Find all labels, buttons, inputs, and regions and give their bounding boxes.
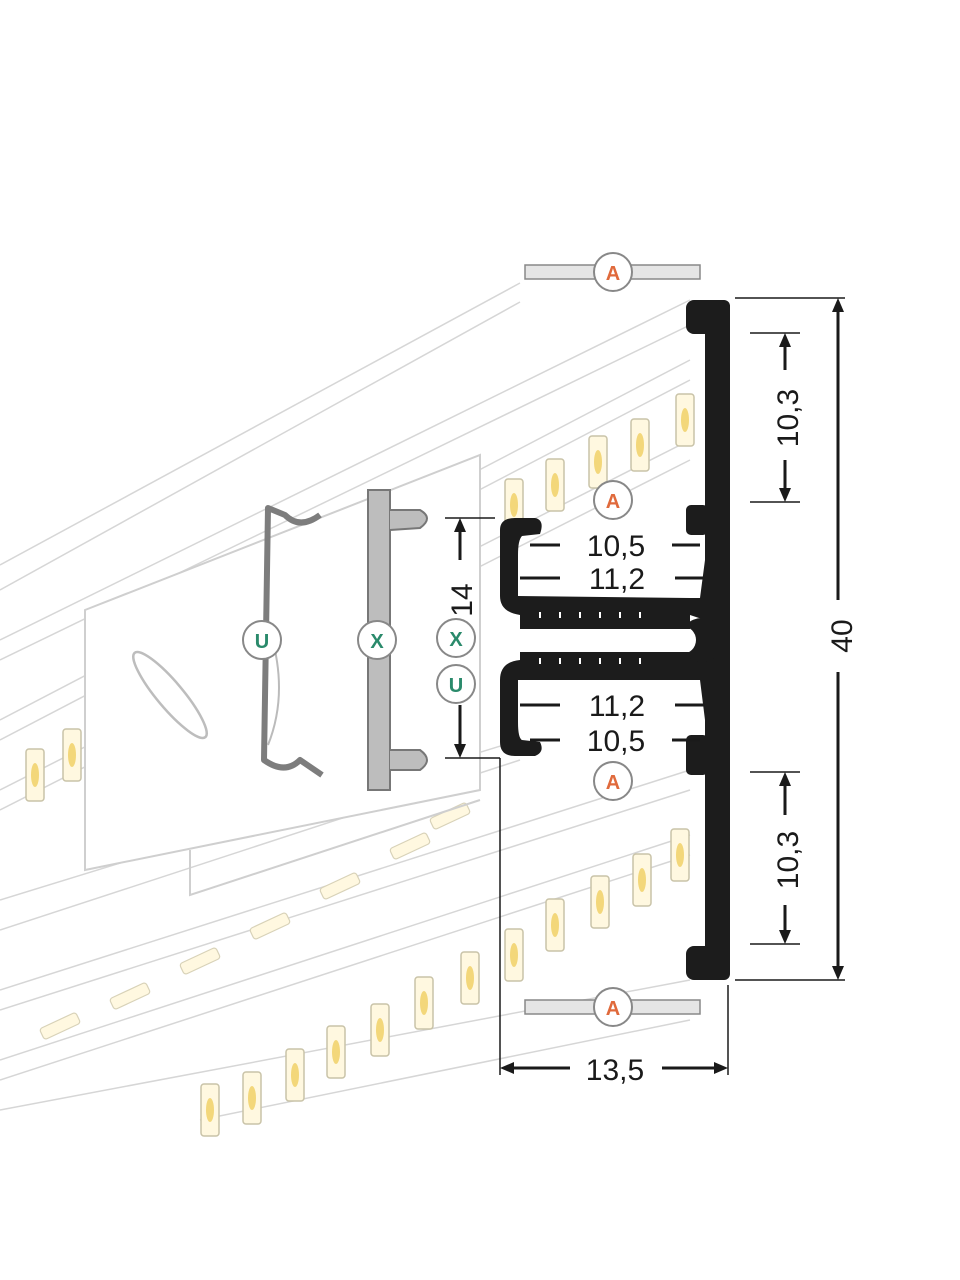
- dim-channel-width-outer-upper: 10,5: [587, 530, 645, 563]
- badge-x-clip: X: [357, 620, 397, 660]
- svg-text:U: U: [255, 631, 269, 653]
- svg-text:X: X: [449, 629, 463, 651]
- badge-a-bottom: A: [593, 987, 633, 1027]
- dim-channel-width-inner-upper: 11,2: [589, 563, 645, 596]
- dimension-lines: [445, 297, 845, 1075]
- dim-total-height: 40: [826, 619, 859, 652]
- badge-a-lower-channel: A: [593, 761, 633, 801]
- badge-u-mount: U: [436, 664, 476, 704]
- dim-lower-channel-height: 10,3: [772, 831, 805, 889]
- svg-text:U: U: [449, 675, 463, 697]
- dim-mount-height: 14: [446, 583, 479, 616]
- profile-cross-section: [500, 300, 730, 980]
- mounting-slot: [132, 650, 208, 740]
- svg-text:A: A: [606, 998, 620, 1020]
- svg-text:A: A: [606, 772, 620, 794]
- svg-text:X: X: [370, 631, 384, 653]
- svg-text:A: A: [606, 491, 620, 513]
- dim-channel-width-outer-lower: 10,5: [587, 725, 645, 758]
- dimension-arrowheads: [454, 298, 844, 1074]
- lower-led-strip: [39, 802, 471, 1040]
- dim-upper-channel-height: 10,3: [772, 389, 805, 447]
- badge-a-upper-channel: A: [593, 480, 633, 520]
- dim-profile-width: 13,5: [586, 1054, 644, 1087]
- badge-x-mount: X: [436, 618, 476, 658]
- svg-text:A: A: [606, 263, 620, 285]
- dim-channel-width-inner-lower: 11,2: [589, 690, 645, 723]
- badge-u-clip: U: [242, 620, 282, 660]
- profile-ridges: [539, 612, 641, 664]
- badge-a-top: A: [593, 252, 633, 292]
